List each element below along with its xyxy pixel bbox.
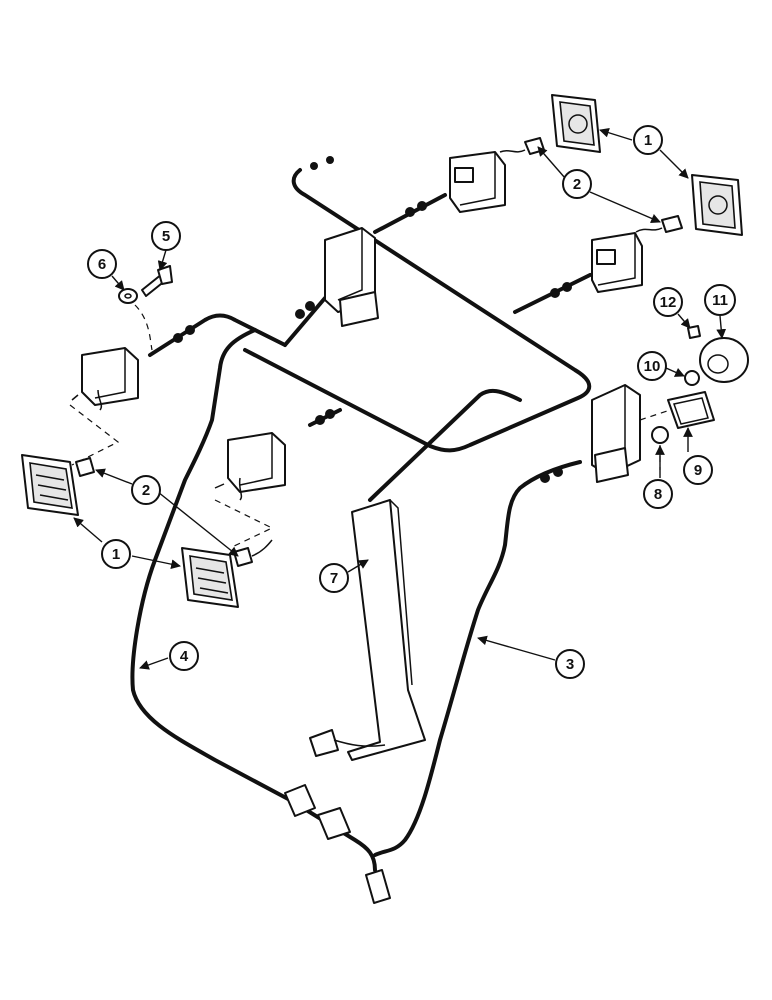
svg-text:10: 10 <box>644 358 661 375</box>
callout-10: 10 <box>637 351 667 381</box>
plug-connector-b <box>317 807 351 840</box>
callout-3: 3 <box>555 649 585 679</box>
svg-text:7: 7 <box>330 570 338 587</box>
plug-connector-end <box>365 869 391 904</box>
lamp-housing-center-left <box>214 432 286 501</box>
work-lamp-top-right-1 <box>551 94 601 153</box>
callout-8: 8 <box>643 479 673 509</box>
screw-part-5 <box>141 265 173 297</box>
svg-text:1: 1 <box>644 132 652 149</box>
harness-upper-loop <box>243 168 592 453</box>
callout-11: 11 <box>704 284 736 316</box>
lens-part-9 <box>667 391 715 429</box>
lens-part-11 <box>699 337 749 383</box>
svg-text:4: 4 <box>180 648 189 665</box>
harness-connectors <box>173 156 572 483</box>
callout-6: 6 <box>87 249 117 279</box>
plug-connector-a <box>284 784 316 817</box>
svg-text:8: 8 <box>654 486 662 503</box>
bulb-top-a <box>499 137 545 155</box>
callout-1-left: 1 <box>101 539 131 569</box>
svg-text:12: 12 <box>660 294 677 311</box>
lamp-housing-left <box>71 347 139 411</box>
lamp-housing-right <box>591 232 643 293</box>
svg-text:2: 2 <box>142 482 150 499</box>
callout-4: 4 <box>169 641 199 671</box>
bracket-part-7 <box>309 499 426 761</box>
bulb-part-8 <box>651 426 669 444</box>
svg-text:5: 5 <box>162 228 170 245</box>
callout-1-top: 1 <box>633 125 663 155</box>
harness-3 <box>368 388 582 857</box>
callout-7: 7 <box>319 563 349 593</box>
work-lamp-left-2 <box>181 547 239 608</box>
svg-text:3: 3 <box>566 656 574 673</box>
bulb-top-b <box>635 215 683 233</box>
callout-5: 5 <box>151 221 181 251</box>
svg-text:9: 9 <box>694 462 702 479</box>
rear-lamp-box-upper <box>324 227 379 327</box>
callout-2-left: 2 <box>131 475 161 505</box>
bulb-part-10 <box>684 370 700 386</box>
lamp-housing-top-center <box>449 151 506 213</box>
svg-text:6: 6 <box>98 256 106 273</box>
leader-lines <box>73 127 727 670</box>
work-lamp-top-right-2 <box>691 174 743 236</box>
callout-9: 9 <box>683 455 713 485</box>
svg-text:2: 2 <box>573 176 581 193</box>
svg-text:11: 11 <box>712 292 728 309</box>
work-lamp-left-1 <box>21 454 79 516</box>
svg-text:1: 1 <box>112 546 120 563</box>
callout-2-top: 2 <box>562 169 592 199</box>
rear-lamp-box-right <box>591 384 641 483</box>
callout-12: 12 <box>653 287 683 317</box>
socket-part-12 <box>687 325 701 339</box>
washer-part-6 <box>118 288 138 304</box>
bulb-left-a <box>75 457 95 477</box>
